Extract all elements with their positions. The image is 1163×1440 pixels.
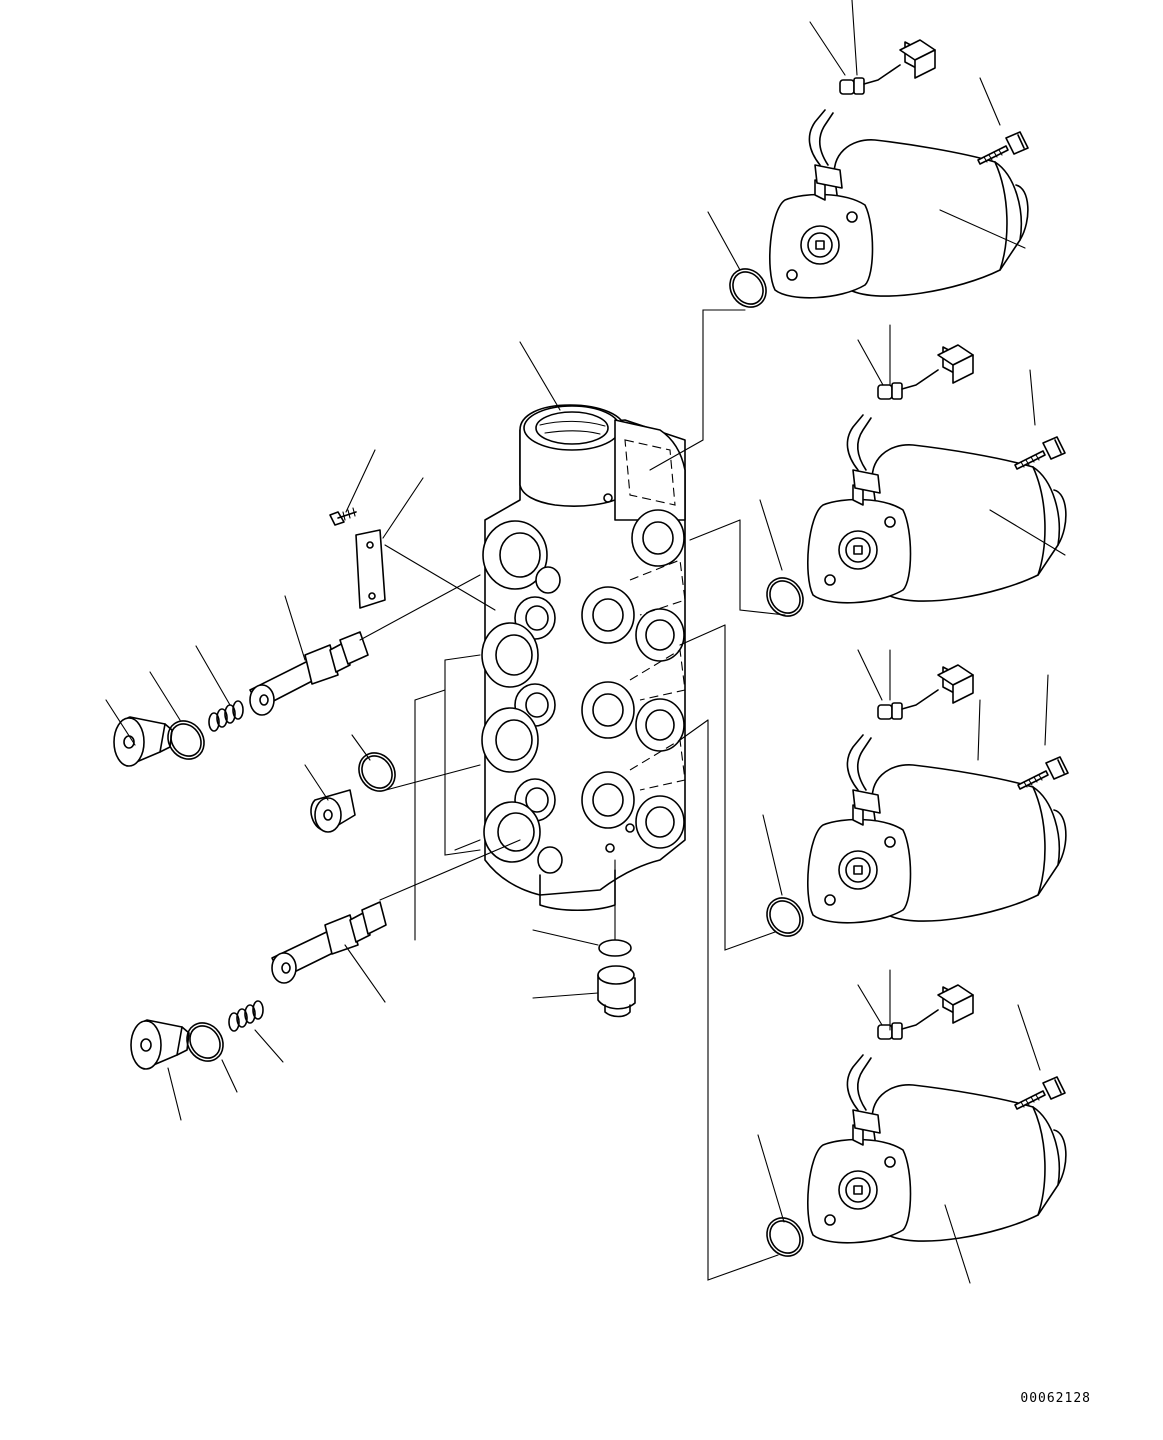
o-ring-1 bbox=[721, 261, 775, 315]
bolt-1 bbox=[977, 131, 1029, 165]
plug-1 bbox=[113, 716, 173, 767]
o-ring-4 bbox=[758, 1210, 812, 1264]
plug-3 bbox=[311, 790, 355, 832]
bolt-4 bbox=[1014, 1076, 1066, 1110]
solenoid-valve-4 bbox=[806, 984, 1067, 1244]
drawing-number: 00062128 bbox=[1020, 1391, 1091, 1406]
solenoid-valve-1 bbox=[768, 39, 1029, 299]
bolt-3 bbox=[1017, 756, 1069, 790]
spring-lower bbox=[229, 1001, 263, 1031]
spool-lower bbox=[272, 902, 386, 983]
spring-upper bbox=[209, 701, 243, 731]
leader-lines bbox=[106, 0, 1065, 1283]
nameplate bbox=[356, 530, 385, 608]
plug-bottom bbox=[598, 966, 635, 1017]
valve-body-ports bbox=[482, 494, 684, 873]
solenoid-valve-3 bbox=[806, 664, 1067, 924]
valve-body bbox=[482, 405, 685, 910]
plug-2 bbox=[130, 1019, 190, 1070]
o-ring-5 bbox=[159, 713, 213, 767]
bolt-2 bbox=[1014, 436, 1066, 470]
o-ring-bottom bbox=[599, 940, 631, 956]
o-ring-small bbox=[350, 745, 404, 799]
spool-upper bbox=[250, 632, 368, 715]
solenoid-valve-2 bbox=[806, 344, 1067, 604]
explode-lines bbox=[360, 310, 785, 1280]
screw bbox=[330, 508, 356, 525]
